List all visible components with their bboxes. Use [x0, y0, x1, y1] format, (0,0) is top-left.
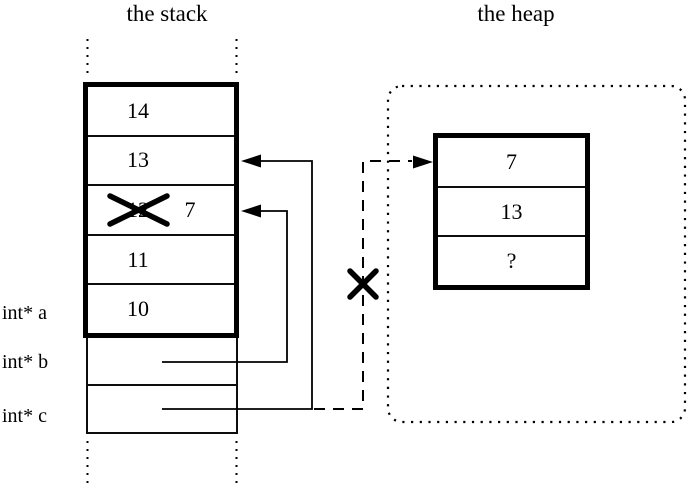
pointer-label-b: int* b — [2, 351, 49, 373]
pointer-cell-c — [88, 384, 236, 432]
dangling-pointer-x-icon — [347, 268, 379, 300]
heap-title: the heap — [477, 1, 555, 26]
stack-cell-value: 10 — [127, 296, 149, 322]
stack-cell-value: 11 — [127, 246, 149, 272]
stack-cell: 13 — [88, 134, 234, 185]
stack-pointer-cells — [86, 338, 238, 434]
stack-title: the stack — [126, 1, 208, 26]
pointer-label-a: int* a — [2, 302, 47, 324]
left-arrowhead-icon — [241, 154, 261, 168]
heap-cell-value: 13 — [500, 198, 523, 224]
heap-cell-value: ? — [506, 248, 517, 274]
stack-cell: 10 — [88, 283, 234, 333]
stack-cell: 14 — [88, 87, 234, 135]
pointer-cell-b — [88, 338, 236, 384]
heap-cell: 13 — [438, 185, 585, 236]
new-value: 7 — [184, 196, 196, 222]
right-arrowhead-icon — [413, 155, 433, 169]
stack-cell-value: 14 — [127, 97, 149, 123]
pointer-label-c: int* c — [2, 405, 47, 427]
heap-cell: ? — [438, 235, 585, 285]
stack-cell: 11 — [88, 233, 234, 284]
heap-block-box: 7 13 ? — [433, 133, 590, 290]
left-arrowhead-icon — [241, 204, 261, 218]
heap-cell-value: 7 — [506, 148, 517, 174]
crossed-out-value: 12 — [127, 196, 149, 222]
stack-cell-overwritten: 12 7 — [88, 184, 234, 234]
stack-cell-value: 13 — [127, 147, 149, 173]
heap-cell: 7 — [438, 138, 585, 186]
dangling-pointer-dashed-arrow — [314, 155, 433, 410]
stack-frame-box: 14 13 12 7 11 10 — [83, 82, 239, 338]
